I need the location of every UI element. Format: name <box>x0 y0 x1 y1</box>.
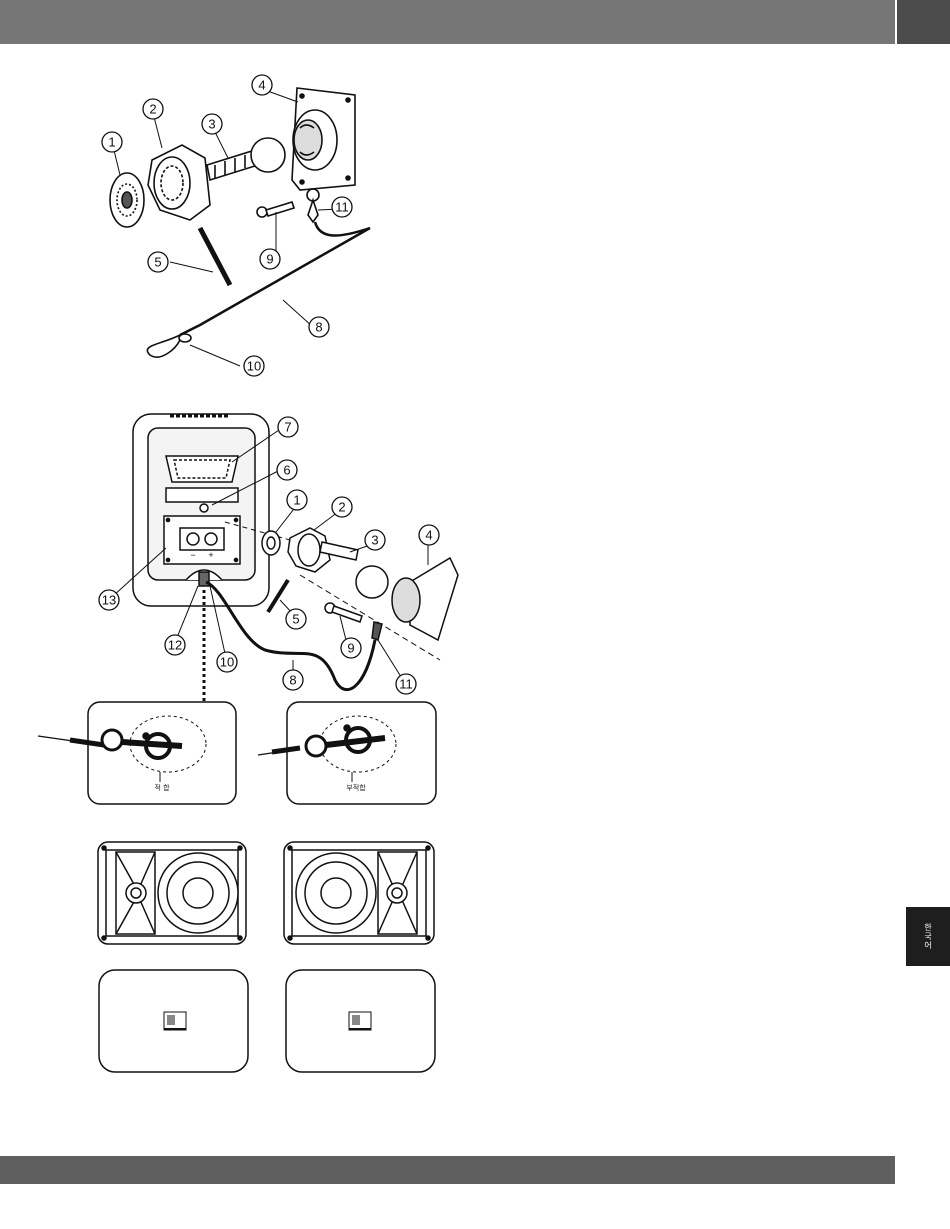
ball-stud-part <box>207 138 285 180</box>
callout-4b-label: 4 <box>425 528 432 543</box>
callout-4-label: 4 <box>258 78 265 93</box>
speaker-front-left <box>98 842 246 944</box>
callout-9b-label: 9 <box>347 641 354 656</box>
callout-1b-label: 1 <box>293 493 300 508</box>
mount-plate-part <box>292 88 355 190</box>
callout-7-label: 7 <box>284 420 291 435</box>
correct-label: 적 합 <box>154 783 170 792</box>
callout-10-label: 10 <box>247 359 261 374</box>
cable-loop-part <box>147 335 180 357</box>
incorrect-label: 부적합 <box>346 783 366 792</box>
callout-11b-label: 11 <box>399 677 413 692</box>
terminal-minus: − <box>190 550 195 560</box>
grille-right <box>286 970 435 1072</box>
callout-9-label: 9 <box>266 252 273 267</box>
callout-6-label: 6 <box>283 463 290 478</box>
callout-3b-label: 3 <box>371 533 378 548</box>
grille-left <box>99 970 248 1072</box>
detail-correct <box>38 702 236 804</box>
figure-speaker-rear <box>113 414 458 705</box>
callout-11-label: 11 <box>335 200 349 215</box>
callout-2b-label: 2 <box>338 500 345 515</box>
washer-part <box>110 173 144 227</box>
speaker-front-right <box>284 842 434 944</box>
callout-13-label: 13 <box>102 593 116 608</box>
callout-10b-label: 10 <box>220 655 234 670</box>
callout-5-label: 5 <box>154 255 161 270</box>
callout-2-label: 2 <box>149 102 156 117</box>
callout-8-label: 8 <box>315 320 322 335</box>
callout-12-label: 12 <box>168 638 182 653</box>
pin-part <box>200 228 230 285</box>
terminal-plus: + <box>208 550 213 560</box>
figure-parts-exploded <box>110 88 370 366</box>
callout-8b-label: 8 <box>289 673 296 688</box>
nut-part <box>148 145 210 220</box>
callout-5b-label: 5 <box>292 612 299 627</box>
callout-1-label: 1 <box>108 135 115 150</box>
callout-3-label: 3 <box>208 117 215 132</box>
